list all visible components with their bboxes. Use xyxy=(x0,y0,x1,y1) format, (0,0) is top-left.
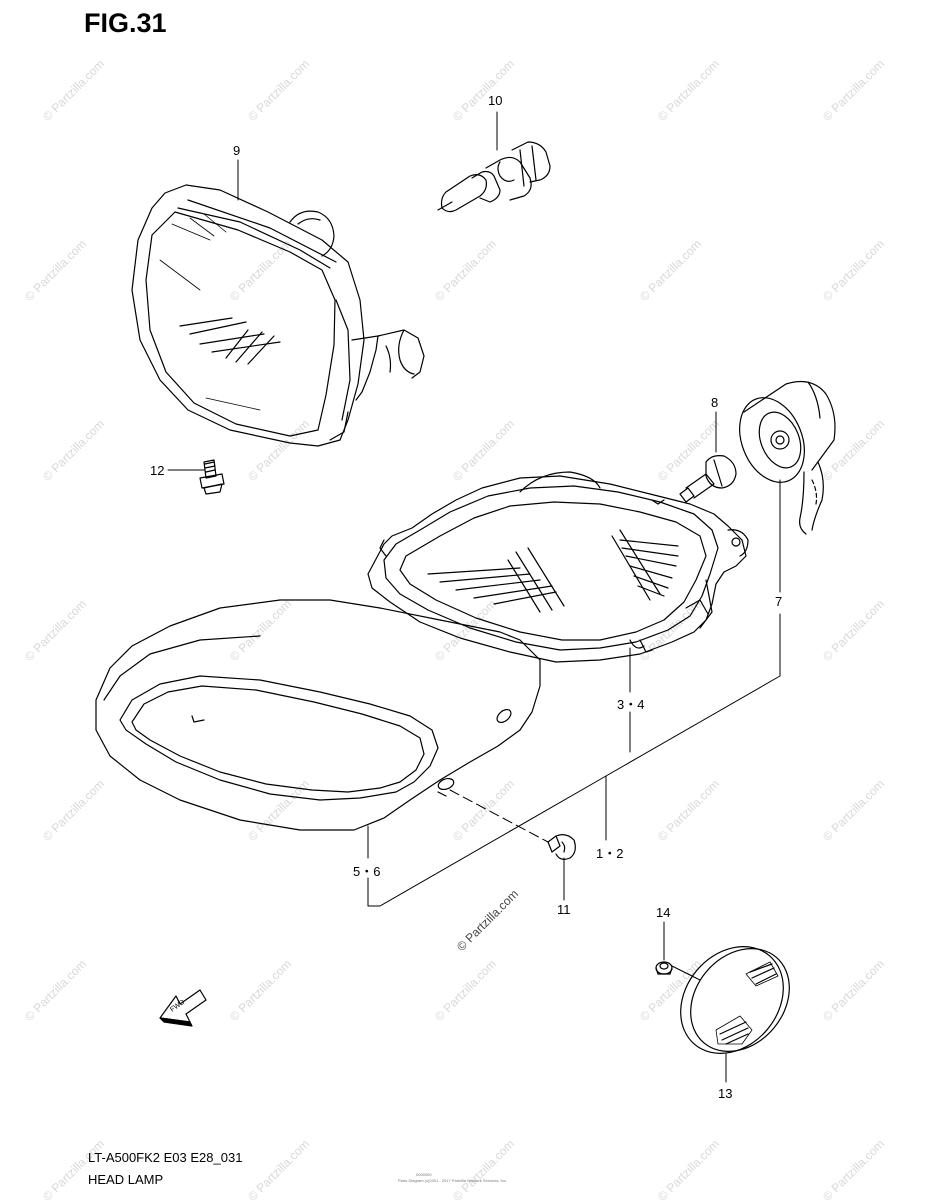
figure-title: FIG.31 xyxy=(84,8,167,38)
part-11-pin xyxy=(547,834,576,860)
callout-5-6: 5・6 xyxy=(353,864,381,879)
fwd-arrow-icon xyxy=(159,989,207,1027)
callout-1-2: 1・2 xyxy=(596,846,624,861)
callout-14: 14 xyxy=(656,905,671,920)
callout-8: 8 xyxy=(711,395,719,410)
callout-10: 10 xyxy=(488,93,503,108)
part-13-reflector xyxy=(680,946,790,1054)
callout-3-4: 3・4 xyxy=(617,697,645,712)
part-12-screw xyxy=(199,459,225,495)
part-5-6-cover xyxy=(95,599,541,831)
callout-11: 11 xyxy=(557,902,571,917)
fineprint-id: 0000000 xyxy=(416,1172,432,1177)
callout-13: 13 xyxy=(718,1086,733,1101)
figure-name: HEAD LAMP xyxy=(88,1172,164,1187)
part-9-headlamp-unit xyxy=(131,184,425,447)
callout-7: 7 xyxy=(775,594,783,609)
part-10-bulb xyxy=(437,141,551,213)
fineprint: Parts Diagram (c)2001 - 2017 Partzilla N… xyxy=(398,1178,507,1183)
callout-9: 9 xyxy=(233,143,241,158)
part-8-bulb xyxy=(679,455,737,503)
part-3-4-reflector-unit xyxy=(367,471,749,663)
part-7-socket xyxy=(739,381,836,535)
part-14-nut xyxy=(655,961,673,975)
callout-12: 12 xyxy=(150,463,165,478)
figure-code: LT-A500FK2 E03 E28_031 xyxy=(88,1150,243,1165)
